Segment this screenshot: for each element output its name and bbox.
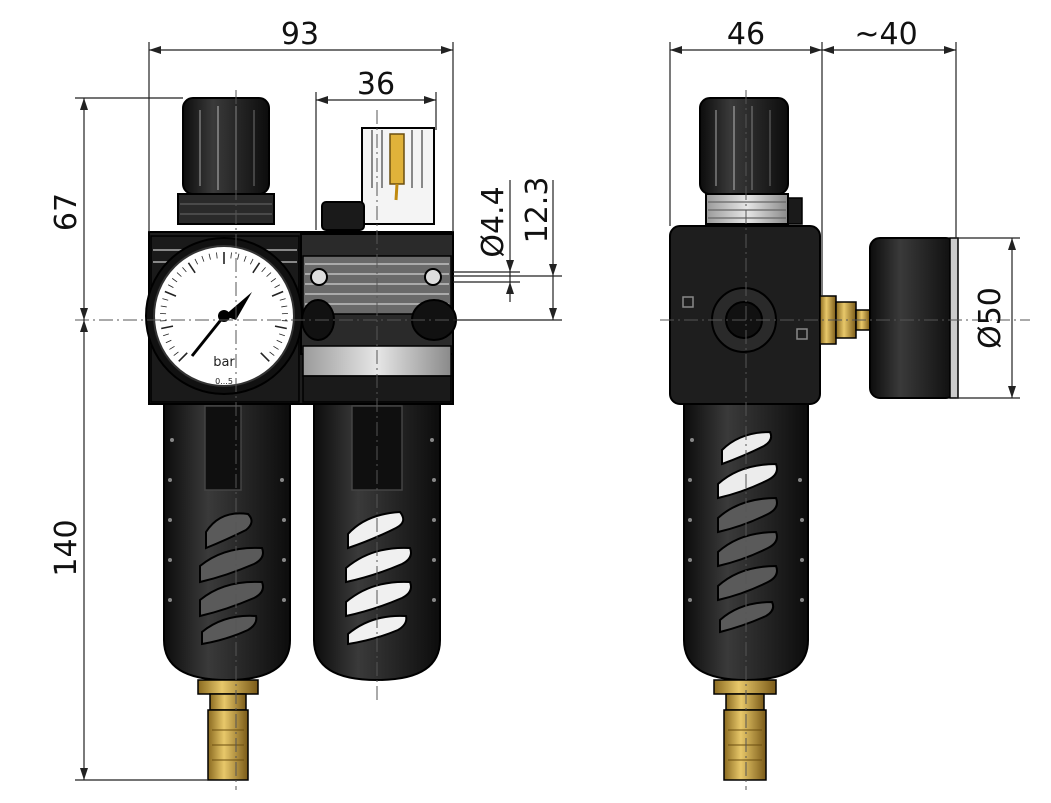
front-dimensions: 93 36 67 140 Ø4.4 12.3 [49, 17, 562, 781]
side-view [660, 90, 1030, 790]
dim-port-offset: 12.3 [520, 177, 555, 244]
gauge-tick [176, 272, 182, 277]
gauge-tick [237, 253, 240, 260]
gauge-tick [160, 305, 167, 308]
pressure-gauge: bar 0...5 [145, 237, 303, 395]
gauge-tick [230, 252, 232, 259]
gauge-unit-label: bar [213, 355, 235, 370]
gauge-tick [252, 262, 261, 274]
lubricator-sight-dome [321, 127, 435, 231]
dim-height-top: 67 [49, 193, 84, 231]
gauge-tick [279, 333, 285, 337]
filter-bowl-slots [199, 512, 264, 646]
gauge-tick [274, 284, 281, 289]
gauge-tick [161, 325, 174, 330]
dim-width-overall: 93 [281, 17, 319, 52]
gauge-tick [260, 352, 270, 362]
gauge-tick [243, 255, 247, 262]
gauge-range-note: 0...5 [215, 377, 233, 386]
dim-port-diameter: Ø4.4 [476, 186, 511, 257]
gauge-tick [279, 298, 286, 301]
dim-gauge-diameter: Ø50 [973, 287, 1008, 349]
side-dimensions: 46 ~40 Ø50 [669, 17, 1020, 399]
gauge-tick [165, 339, 172, 344]
gauge-tick [169, 345, 175, 350]
gauge-scale [160, 252, 288, 362]
gauge-tick [266, 272, 272, 277]
gauge-tick [163, 333, 169, 337]
filter-drain [197, 679, 259, 781]
gauge-tick [208, 253, 211, 260]
side-filter-drain [713, 679, 777, 781]
dim-height-bottom: 140 [49, 519, 84, 576]
side-bowl-slots [717, 430, 778, 634]
gauge-tick [276, 339, 283, 344]
gauge-tick [201, 255, 205, 262]
gauge-tick [162, 298, 169, 301]
dim-width-lubricator: 36 [357, 67, 395, 102]
dim-side-depth: 46 [727, 17, 765, 52]
gauge-tick [270, 278, 277, 283]
gauge-tick [182, 267, 187, 273]
gauge-tick [274, 325, 287, 330]
gauge-tick [194, 258, 199, 265]
front-view: bar 0...5 [75, 90, 460, 790]
gauge-tick [164, 290, 177, 297]
side-gauge [819, 237, 959, 399]
lubricator-bowl-slots [345, 510, 412, 646]
gauge-tick [271, 290, 284, 297]
gauge-tick [187, 262, 196, 274]
gauge-tick [269, 351, 275, 356]
gauge-tick [171, 278, 178, 283]
gauge-tick [281, 305, 288, 308]
regulator-knob [177, 97, 275, 225]
gauge-tick [249, 258, 254, 265]
gauge-tick [178, 352, 188, 362]
dim-gauge-projection: ~40 [854, 17, 917, 52]
gauge-tick [261, 267, 266, 273]
gauge-tick [173, 351, 179, 356]
gauge-tick [273, 345, 279, 350]
side-unit-body [669, 225, 821, 405]
gauge-tick [216, 252, 218, 259]
filter-bowl [163, 403, 291, 682]
side-regulator-knob [699, 97, 803, 225]
gauge-tick [167, 284, 174, 289]
